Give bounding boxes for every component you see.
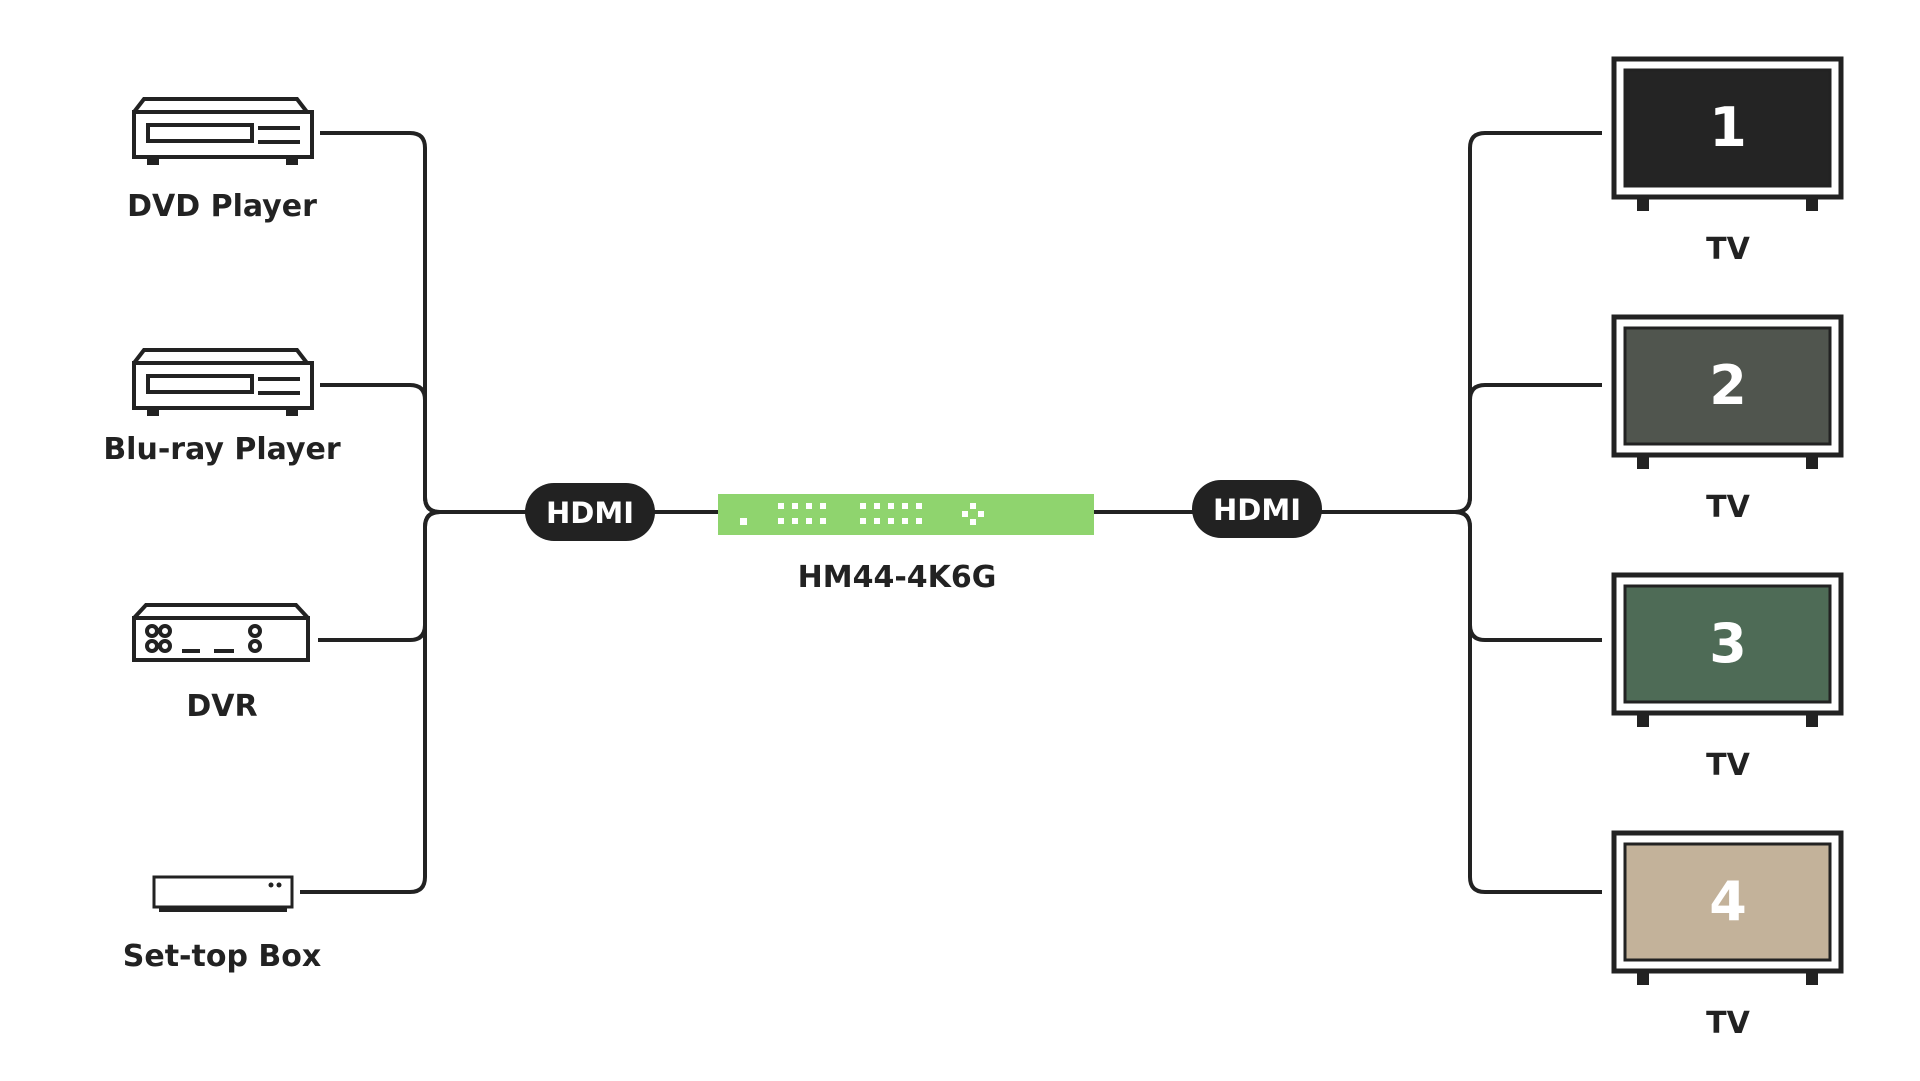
line-tv-2	[1454, 383, 1602, 514]
source-label-set-top-box: Set-top Box	[123, 939, 321, 974]
tv-2-number: 2	[1709, 354, 1747, 417]
switch-led-indicators	[740, 503, 922, 525]
bluray-player-icon	[132, 348, 314, 416]
switch-dpad-icon	[962, 503, 984, 525]
source-label-bluray-player: Blu-ray Player	[103, 432, 341, 467]
left-hdmi-badge: HDMI	[525, 483, 655, 541]
tv-1-number: 1	[1709, 96, 1747, 159]
line-tv-3	[1454, 510, 1602, 642]
tv-3-icon: 3	[1611, 572, 1844, 727]
tv-2-label: TV	[1706, 490, 1750, 525]
line-set-top-box	[300, 510, 530, 894]
switch-model-label: HM44-4K6G	[798, 560, 997, 595]
tv-1-icon: 1	[1611, 56, 1844, 211]
tv-1-label: TV	[1706, 232, 1750, 267]
right-hdmi-label: HDMI	[1213, 493, 1301, 527]
line-bluray-player	[320, 383, 530, 514]
tv-2-icon: 2	[1611, 314, 1844, 469]
right-hdmi-badge: HDMI	[1192, 480, 1322, 538]
tv-3-label: TV	[1706, 748, 1750, 783]
source-label-dvd-player: DVD Player	[127, 189, 317, 224]
tv-4-label: TV	[1706, 1006, 1750, 1041]
tv-4-icon: 4	[1611, 830, 1844, 985]
set-top-box-icon	[152, 875, 294, 912]
dvr-icon	[132, 603, 310, 662]
dvd-player-icon	[132, 97, 314, 165]
tv-4-number: 4	[1709, 870, 1747, 933]
matrix-switch-device	[718, 494, 1094, 535]
left-hdmi-label: HDMI	[546, 496, 634, 530]
tv-3-number: 3	[1709, 612, 1747, 675]
source-label-dvr: DVR	[186, 689, 257, 724]
line-tv-1	[1454, 131, 1602, 514]
connection-lines	[300, 131, 1602, 894]
line-tv-4	[1454, 510, 1602, 894]
